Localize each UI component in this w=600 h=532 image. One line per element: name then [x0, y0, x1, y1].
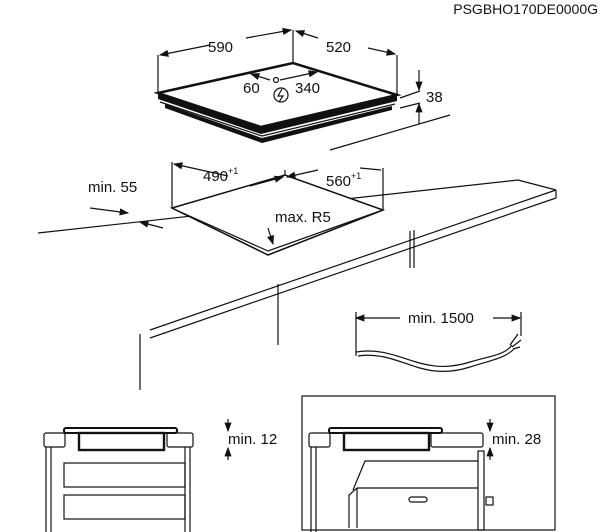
hob-height-label: 38 — [426, 89, 443, 106]
oven-clearance-label: min. 28 — [492, 431, 541, 448]
cable-right-label: 340 — [295, 80, 320, 97]
product-code: PSGBHO170DE0000G — [453, 1, 598, 17]
hob-drawing — [153, 27, 451, 151]
hob-depth-label: 520 — [326, 39, 351, 56]
cable-length-label: min. 1500 — [408, 310, 474, 327]
lightning-bolt-icon — [273, 87, 289, 103]
corner-radius-label: max. R5 — [275, 209, 331, 226]
cutout-width-label: 490+1 — [203, 166, 238, 185]
drawer-clearance-label: min. 12 — [228, 431, 277, 448]
front-distance-label: min. 55 — [88, 179, 137, 196]
oven-installation-drawing — [301, 395, 556, 532]
countertop-drawing — [37, 162, 557, 390]
cable-left-label: 60 — [243, 80, 260, 97]
cable-drawing — [354, 312, 522, 372]
hob-width-label: 590 — [208, 39, 233, 56]
cutout-depth-label: 560+1 — [326, 171, 361, 190]
drawer-installation-drawing — [43, 419, 232, 532]
